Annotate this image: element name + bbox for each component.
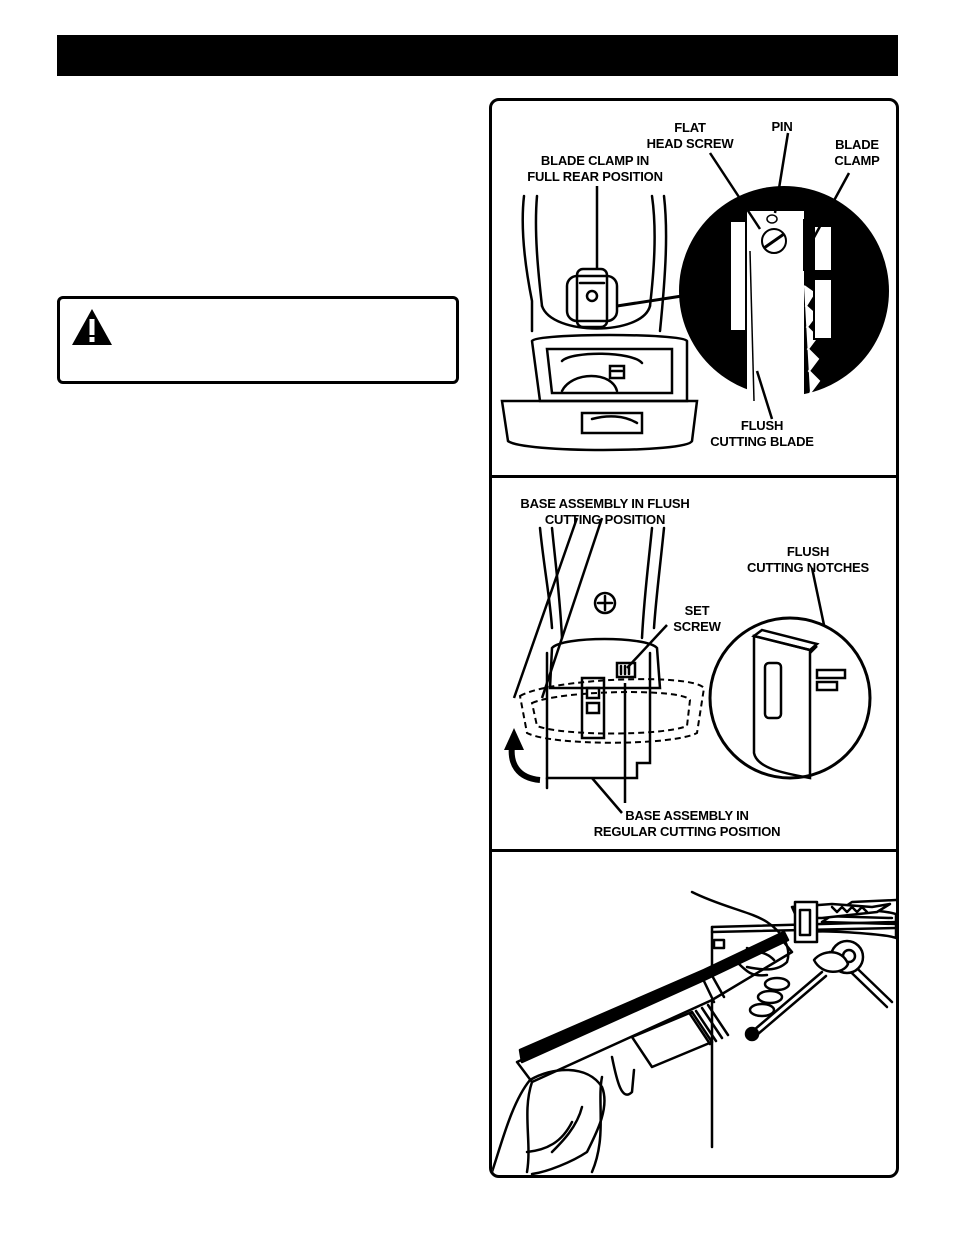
label-base-flush-position: BASE ASSEMBLY IN FLUSH CUTTING POSITION	[505, 496, 705, 528]
label-line: CLAMP	[834, 153, 880, 168]
label-line: FLUSH	[786, 544, 830, 559]
label-set-screw: SET SCREW	[667, 603, 727, 635]
label-line: BLADE	[835, 137, 879, 152]
label-line: CUTTING NOTCHES	[747, 560, 869, 575]
label-flat-head-screw: FLAT HEAD SCREW	[640, 120, 740, 152]
label-line: CUTTING BLADE	[710, 434, 814, 449]
label-line: FLUSH	[740, 418, 784, 433]
label-line: REGULAR CUTTING POSITION	[593, 824, 781, 839]
base-assembly-illustration	[504, 517, 872, 814]
label-pin: PIN	[771, 119, 793, 134]
figure-divider	[492, 849, 896, 852]
label-blade-clamp: BLADE CLAMP	[827, 137, 887, 169]
label-line: HEAD SCREW	[646, 136, 734, 151]
flush-cutting-use-illustration	[492, 890, 896, 1175]
label-blade-clamp-rear: BLADE CLAMP IN FULL REAR POSITION	[520, 153, 670, 185]
blade-clamp-illustration	[500, 132, 889, 452]
label-line: BLADE CLAMP IN	[540, 153, 650, 168]
label-line: SET	[684, 603, 710, 618]
header-bar	[57, 35, 898, 76]
label-line: FLAT	[674, 120, 706, 135]
label-line: BASE ASSEMBLY IN FLUSH	[520, 496, 690, 511]
label-line: CUTTING POSITION	[544, 512, 666, 527]
figure-frame: BLADE CLAMP IN FULL REAR POSITION FLAT H…	[489, 98, 899, 1178]
label-flush-cutting-notches: FLUSH CUTTING NOTCHES	[738, 544, 878, 576]
label-line: FULL REAR POSITION	[527, 169, 663, 184]
figure-divider	[492, 475, 896, 478]
label-base-regular-position: BASE ASSEMBLY IN REGULAR CUTTING POSITIO…	[587, 808, 787, 840]
label-flush-cutting-blade: FLUSH CUTTING BLADE	[702, 418, 822, 450]
warning-triangle-icon	[72, 309, 112, 345]
label-line: BASE ASSEMBLY IN	[625, 808, 749, 823]
label-line: SCREW	[673, 619, 721, 634]
warning-box	[57, 296, 459, 384]
